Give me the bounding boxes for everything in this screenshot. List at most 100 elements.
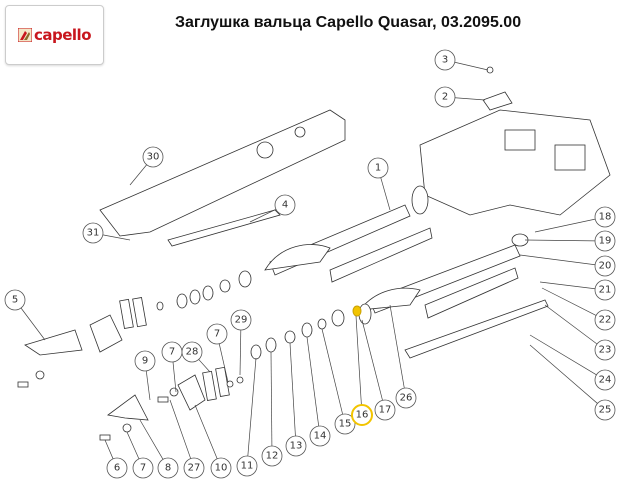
bracket-5: [24, 329, 83, 356]
bracket-8: [107, 394, 149, 421]
callout-part-9[interactable]: 9: [134, 350, 156, 372]
callout-label: 2: [442, 92, 448, 103]
callout-label: 17: [379, 405, 392, 416]
leader-line: [126, 431, 140, 460]
leader-line: [539, 281, 596, 290]
callout-label: 14: [314, 431, 327, 442]
callout-label: 25: [599, 405, 612, 416]
roller-auger-lower: [359, 287, 421, 311]
callout-part-29[interactable]: 29: [230, 309, 252, 331]
leader-line: [194, 404, 218, 459]
leader-line: [249, 209, 277, 223]
callout-label: 28: [186, 347, 199, 358]
callout-part-8[interactable]: 8: [157, 457, 179, 479]
leader-line: [247, 357, 257, 457]
callout-label: 9: [142, 356, 148, 367]
callout-part-12[interactable]: 12: [261, 445, 283, 467]
callout-label: 7: [169, 347, 175, 358]
callout-label: 8: [165, 463, 171, 474]
callout-label: 21: [599, 285, 612, 296]
frame-strip: [167, 209, 281, 247]
callout-label: 11: [241, 461, 254, 472]
leader-line: [389, 304, 405, 389]
callout-part-4[interactable]: 4: [274, 194, 296, 216]
logo-emblem-icon: [17, 28, 32, 42]
callout-part-21[interactable]: 21: [594, 279, 616, 301]
callout-label: 20: [599, 261, 612, 272]
callout-part-26[interactable]: 26: [395, 387, 417, 409]
leader-line: [524, 239, 596, 242]
callout-label: 7: [214, 329, 220, 340]
callout-part-20[interactable]: 20: [594, 255, 616, 277]
leader-line: [544, 304, 598, 345]
leader-line: [139, 419, 164, 460]
leader-line: [270, 351, 273, 447]
callout-label: 16: [356, 410, 369, 421]
bearing-chain: [156, 270, 362, 360]
callout-part-13[interactable]: 13: [285, 435, 307, 457]
callout-label: 4: [282, 200, 288, 211]
callout-part-1[interactable]: 1: [367, 157, 389, 179]
callout-part-6[interactable]: 6: [106, 457, 128, 479]
callout-part-17[interactable]: 17: [374, 399, 396, 421]
callout-label: 23: [599, 345, 612, 356]
leader-line: [541, 287, 597, 316]
leader-line: [529, 334, 597, 376]
leader-line: [306, 336, 320, 427]
callout-part-19[interactable]: 19: [594, 230, 616, 252]
callout-part-25[interactable]: 25: [594, 399, 616, 421]
callout-part-11[interactable]: 11: [236, 455, 258, 477]
callout-label: 22: [599, 315, 612, 326]
callout-part-2[interactable]: 2: [434, 86, 456, 108]
callout-part-7[interactable]: 7: [206, 323, 228, 345]
callout-label: 5: [12, 295, 18, 306]
callout-label: 31: [87, 228, 100, 239]
callout-part-14[interactable]: 14: [309, 425, 331, 447]
flange-plate-10: [177, 374, 206, 411]
callout-part-18[interactable]: 18: [594, 206, 616, 228]
leader-line: [534, 218, 596, 233]
leader-line: [289, 342, 296, 437]
callout-part-3[interactable]: 3: [434, 49, 456, 71]
callout-part-16[interactable]: 16: [351, 404, 373, 426]
leader-line: [454, 61, 489, 71]
callout-label: 6: [114, 463, 120, 474]
callout-part-28[interactable]: 28: [181, 341, 203, 363]
scraper-knife: [404, 299, 549, 359]
callout-label: 26: [400, 393, 413, 404]
callout-label: 19: [599, 236, 612, 247]
end-cap-part-16[interactable]: [352, 305, 362, 317]
scraper-blade-lower: [424, 267, 519, 319]
leader-line: [321, 328, 343, 415]
callout-part-7[interactable]: 7: [161, 341, 183, 363]
leader-line: [145, 370, 151, 401]
page-title: Заглушка вальца Capello Quasar, 03.2095.…: [175, 14, 522, 31]
parts-drawing: [17, 66, 611, 441]
leader-line: [172, 361, 177, 393]
callout-label: 24: [599, 375, 612, 386]
callout-part-22[interactable]: 22: [594, 309, 616, 331]
callout-part-10[interactable]: 10: [210, 457, 232, 479]
callout-label: 18: [599, 212, 612, 223]
capello-logo[interactable]: capello: [5, 5, 104, 65]
leader-line: [198, 359, 211, 373]
callout-part-15[interactable]: 15: [334, 413, 356, 435]
callout-part-5[interactable]: 5: [4, 289, 26, 311]
leader-line: [239, 329, 242, 376]
callout-part-24[interactable]: 24: [594, 369, 616, 391]
flange-plate: [89, 314, 123, 353]
leader-line: [361, 319, 383, 401]
callout-part-23[interactable]: 23: [594, 339, 616, 361]
callout-part-7[interactable]: 7: [132, 457, 154, 479]
callout-part-31[interactable]: 31: [82, 222, 104, 244]
callout-part-27[interactable]: 27: [183, 457, 205, 479]
leader-line: [20, 307, 46, 341]
leader-line: [355, 315, 362, 406]
leader-line: [454, 97, 486, 101]
leader-line: [529, 344, 598, 404]
callout-label: 13: [290, 441, 303, 452]
cover-plate: [482, 91, 513, 111]
callout-part-30[interactable]: 30: [142, 146, 164, 168]
callout-label: 1: [375, 163, 381, 174]
